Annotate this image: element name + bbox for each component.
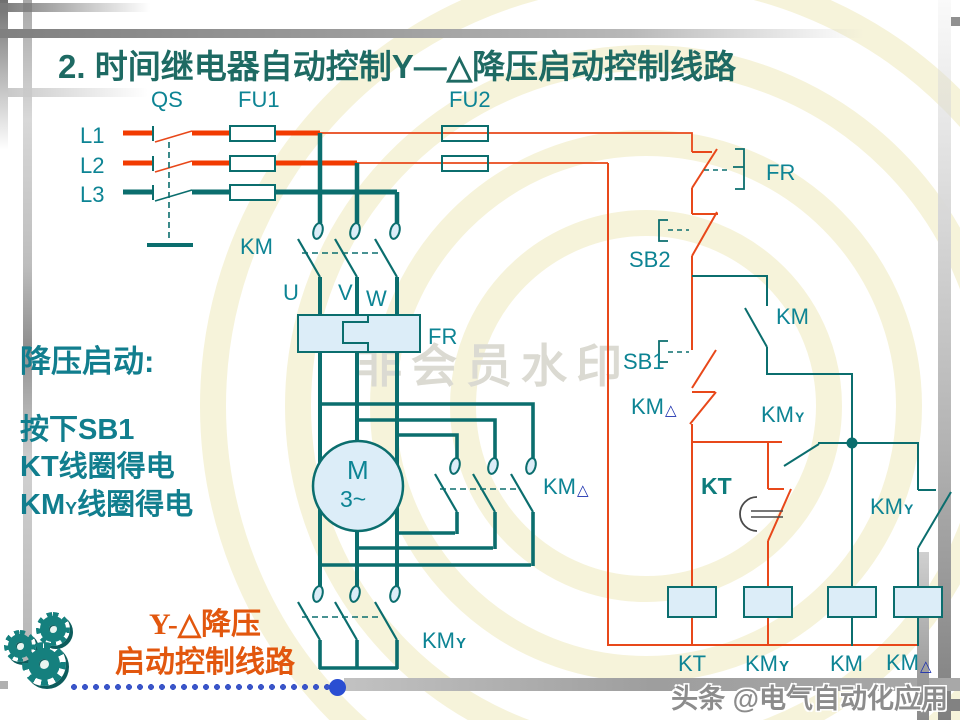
label-coil-km: KM (830, 651, 863, 676)
top-hbar-light (8, 88, 148, 97)
labels: QS FU1 FU2 L1 L2 L3 KM U V W FR FR SB2 S… (80, 87, 932, 676)
motor-phase-label: 3~ (340, 486, 366, 512)
label-sb1: SB1 (623, 349, 665, 374)
label-coil-kt: KT (678, 651, 706, 676)
fr-contact-hook (733, 148, 745, 190)
sb1-button-cap (658, 340, 668, 363)
control-red-wiring (607, 148, 918, 646)
label-coil-kmy: KM (745, 651, 778, 676)
fuse-fu1 (229, 125, 276, 201)
coil-km (827, 586, 877, 618)
note-line-3-pre: KM (20, 489, 66, 521)
note-line-1: 按下SB1 (20, 414, 135, 446)
power-lines (123, 130, 693, 195)
footer-watermark: 头条 @电气自动化应用 (671, 684, 948, 714)
km-y-main-contact (297, 585, 401, 670)
note-heading: 降压启动: (20, 344, 155, 379)
label-km-y-main-sub: Y (456, 635, 466, 652)
note-line-2: KT线圈得电 (20, 451, 175, 483)
label-fu1: FU1 (238, 87, 280, 112)
label-kt-contact: KT (701, 473, 732, 499)
km-delta-main-contact (320, 457, 537, 567)
left-vbar (23, 0, 32, 665)
label-l2: L2 (80, 153, 104, 178)
label-fu2: FU2 (449, 87, 491, 112)
coil-kt (667, 586, 717, 618)
coil-km-delta (893, 586, 943, 618)
label-fr-contact: FR (766, 160, 795, 185)
label-km-y-no: KM (761, 402, 794, 427)
bottom-left-stub (0, 681, 8, 689)
label-km-delta-nc: KM (631, 394, 664, 419)
motor-m-label: M (347, 455, 369, 485)
right-vbar (938, 0, 951, 720)
delta-branches (320, 402, 535, 458)
top-hbar-main (0, 29, 900, 38)
motor: M 3~ (311, 439, 405, 533)
coil-km-y (743, 586, 793, 618)
label-coil-kmdelta: KM (886, 650, 919, 675)
label-km-y-nc: KM (870, 494, 903, 519)
label-coil-kmy-sub: Y (779, 658, 789, 675)
qs-switch (147, 126, 193, 247)
label-km-delta-main: KM (543, 474, 576, 499)
footer-caption-line2: 启动控制线路 (115, 646, 295, 679)
top-right-stub (951, 17, 960, 26)
note-line-3-post: 线圈得电 (77, 489, 194, 521)
dotted-rule (70, 683, 335, 691)
fuse-fu2 (441, 125, 489, 172)
note-line-3-sub: Y (65, 498, 78, 518)
page-title: 2. 时间继电器自动控制Y—△降压启动控制线路 (58, 48, 737, 85)
label-u: U (283, 280, 299, 305)
control-teal-wiring (658, 148, 952, 646)
junction-dot (846, 437, 858, 449)
label-km-y-main: KM (422, 628, 455, 653)
label-km-main: KM (240, 234, 273, 259)
label-v: V (338, 280, 353, 305)
bottom-right-hbar (924, 699, 960, 711)
label-km-y-no-sub: Y (795, 409, 805, 425)
gears-icon (36, 612, 70, 646)
footer-caption-line1: Y-△降压 (149, 608, 261, 641)
coils (667, 586, 943, 618)
km-main-contact (297, 222, 401, 278)
sb2-button-cap (658, 219, 668, 242)
label-km-aux: KM (776, 304, 809, 329)
top-hbar-thin (0, 3, 150, 12)
label-km-y-nc-sub: Y (904, 501, 914, 517)
label-w: W (366, 286, 387, 311)
gear-icon-big (22, 642, 66, 686)
dotted-rule-end-dot (329, 679, 346, 696)
footer-caption: Y-△降压 启动控制线路 (100, 606, 310, 682)
label-l1: L1 (80, 123, 104, 148)
note-line-3: KMY线圈得电 (20, 481, 193, 523)
fr-heater (297, 314, 421, 353)
label-km-delta-main-sub: △ (577, 482, 589, 499)
label-coil-kmdelta-sub: △ (920, 658, 932, 675)
corner-vbar-outer (0, 0, 8, 150)
label-qs: QS (151, 87, 183, 112)
label-sb2: SB2 (629, 247, 671, 272)
label-km-delta-nc-sub: △ (665, 402, 677, 419)
label-l3: L3 (80, 182, 104, 207)
bottom-hbar (344, 678, 960, 691)
kt-delay-symbol (739, 496, 783, 532)
label-fr-heater: FR (428, 324, 457, 349)
